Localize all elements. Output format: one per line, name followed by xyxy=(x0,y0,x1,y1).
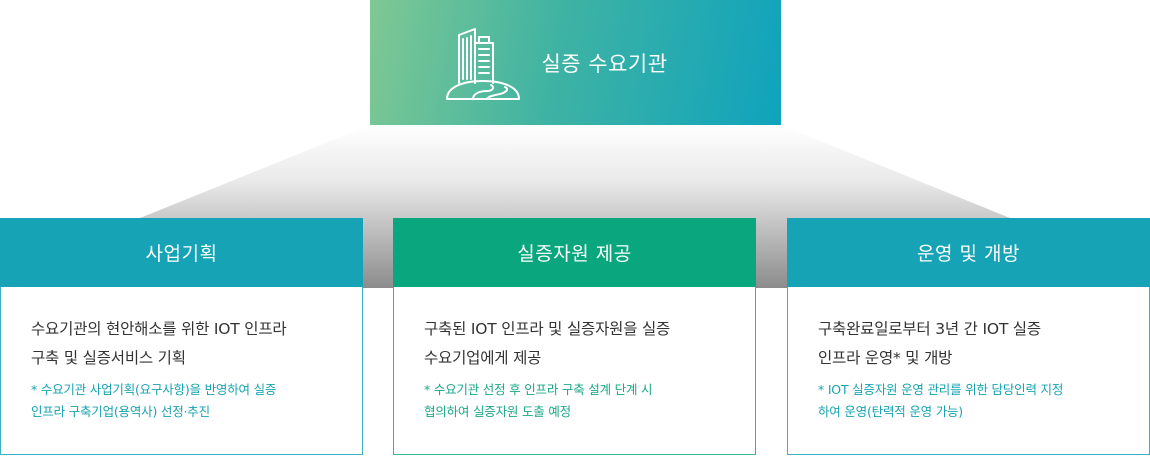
footnote-line: * 수요기관 선정 후 인프라 구축 설계 단계 시 xyxy=(424,382,653,397)
column-description: 구축된 IOT 인프라 및 실증자원을 실증 수요기업에게 제공 xyxy=(424,315,735,373)
footnote-line: * IOT 실증자원 운영 관리를 위한 담당인력 지정 xyxy=(818,382,1064,397)
city-buildings-icon xyxy=(446,27,521,100)
column-body: 수요기관의 현안해소를 위한 IOT 인프라 구축 및 실증서비스 기획 * 수… xyxy=(0,287,363,455)
description-line: 수요기업에게 제공 xyxy=(424,349,542,367)
column-footnote: * 수요기관 선정 후 인프라 구축 설계 단계 시 협의하여 실증자원 도출 … xyxy=(424,379,735,423)
description-line: 수요기관의 현안해소를 위한 IOT 인프라 xyxy=(31,320,287,338)
column-business-planning: 사업기획 수요기관의 현안해소를 위한 IOT 인프라 구축 및 실증서비스 기… xyxy=(0,218,363,456)
column-body: 구축완료일로부터 3년 간 IOT 실증 인프라 운영* 및 개방 * IOT … xyxy=(787,287,1150,455)
description-line: 구축된 IOT 인프라 및 실증자원을 실증 xyxy=(424,320,671,338)
description-line: 인프라 운영* 및 개방 xyxy=(818,349,953,367)
description-line: 구축완료일로부터 3년 간 IOT 실증 xyxy=(818,320,1041,338)
footnote-line: * 수요기관 사업기획(요구사항)을 반영하여 실증 xyxy=(31,382,277,397)
column-footnote: * 수요기관 사업기획(요구사항)을 반영하여 실증 인프라 구축기업(용역사)… xyxy=(31,379,342,423)
column-heading-label: 사업기획 xyxy=(145,243,218,265)
column-resource-provision: 실증자원 제공 구축된 IOT 인프라 및 실증자원을 실증 수요기업에게 제공… xyxy=(393,218,756,456)
column-heading-label: 실증자원 제공 xyxy=(517,243,632,265)
footnote-line: 인프라 구축기업(용역사) 선정·추진 xyxy=(31,404,210,419)
footnote-line: 협의하여 실증자원 도출 예정 xyxy=(424,404,571,419)
banner-title: 실증 수요기관 xyxy=(541,51,668,76)
demand-agency-banner: 실증 수요기관 xyxy=(370,0,781,125)
column-heading: 운영 및 개방 xyxy=(787,218,1150,287)
column-description: 구축완료일로부터 3년 간 IOT 실증 인프라 운영* 및 개방 xyxy=(818,315,1129,373)
column-heading-label: 운영 및 개방 xyxy=(917,243,1020,265)
column-operation-opening: 운영 및 개방 구축완료일로부터 3년 간 IOT 실증 인프라 운영* 및 개… xyxy=(787,218,1150,456)
column-footnote: * IOT 실증자원 운영 관리를 위한 담당인력 지정 하여 운영(탄력적 운… xyxy=(818,379,1129,423)
column-description: 수요기관의 현안해소를 위한 IOT 인프라 구축 및 실증서비스 기획 xyxy=(31,315,342,373)
footnote-line: 하여 운영(탄력적 운영 가능) xyxy=(818,404,963,419)
column-body: 구축된 IOT 인프라 및 실증자원을 실증 수요기업에게 제공 * 수요기관 … xyxy=(393,287,756,455)
column-heading: 사업기획 xyxy=(0,218,363,287)
description-line: 구축 및 실증서비스 기획 xyxy=(31,349,186,367)
column-heading: 실증자원 제공 xyxy=(393,218,756,287)
